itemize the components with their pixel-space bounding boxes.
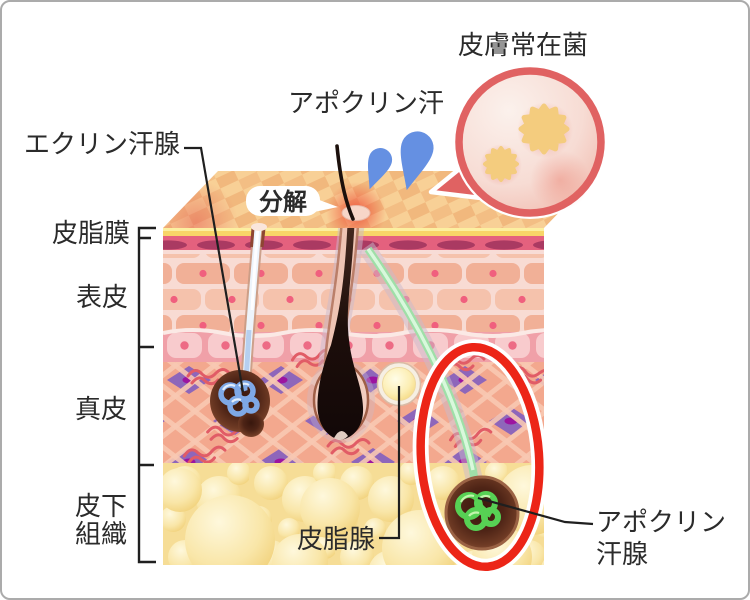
sebaceous-gland-illustration xyxy=(376,361,422,407)
layer-bracket xyxy=(137,226,156,564)
apocrine-gland-illustration xyxy=(444,475,520,551)
subcutaneous-label-line2: 組織 xyxy=(75,520,127,550)
sebaceous-leader-line xyxy=(379,386,401,540)
hair-papilla xyxy=(334,430,348,441)
apocrine-sweat-label: アポクリン汗 xyxy=(288,89,444,119)
apocrine-leader-line xyxy=(477,496,594,526)
dermis-label: 真皮 xyxy=(75,395,127,425)
sebaceous-gland-label: 皮脂腺 xyxy=(297,525,375,555)
hair-shaft xyxy=(335,144,355,221)
eccrine-leader-line xyxy=(184,146,245,393)
apocrine-gland-label-line1: アポクリン xyxy=(596,508,726,538)
droplet-icon-large xyxy=(400,131,434,191)
bacterium-icon-small xyxy=(483,146,519,182)
skin-cross-section xyxy=(163,228,544,565)
eccrine-pore-wall xyxy=(250,228,255,248)
epidermis-label: 表皮 xyxy=(76,283,128,313)
apocrine-gland-label-line2: 汗腺 xyxy=(596,540,648,570)
decompose-speech-bubble: 分解 xyxy=(246,186,338,216)
decompose-label: 分解 xyxy=(259,188,307,216)
sweat-droplet-icons xyxy=(367,131,434,191)
red-highlight-ellipse xyxy=(412,339,548,575)
eccrine-pore-mound xyxy=(251,223,267,231)
subcutaneous-label-line1: 皮下 xyxy=(75,492,127,522)
hair-root xyxy=(317,228,364,440)
apocrine-coil xyxy=(455,491,501,531)
bacterium-icon-large xyxy=(518,103,570,155)
magnifier-callout xyxy=(428,65,607,219)
skin-bacteria-label: 皮膚常在菌 xyxy=(458,31,588,61)
leader-lines xyxy=(184,146,594,540)
hair-pore-mound xyxy=(341,205,371,221)
eccrine-gland-label: エクリン汗腺 xyxy=(24,130,180,160)
droplet-icon-small xyxy=(367,147,393,190)
sebum-film-label: 皮脂膜 xyxy=(52,219,130,249)
eccrine-gland-illustration xyxy=(210,228,270,437)
